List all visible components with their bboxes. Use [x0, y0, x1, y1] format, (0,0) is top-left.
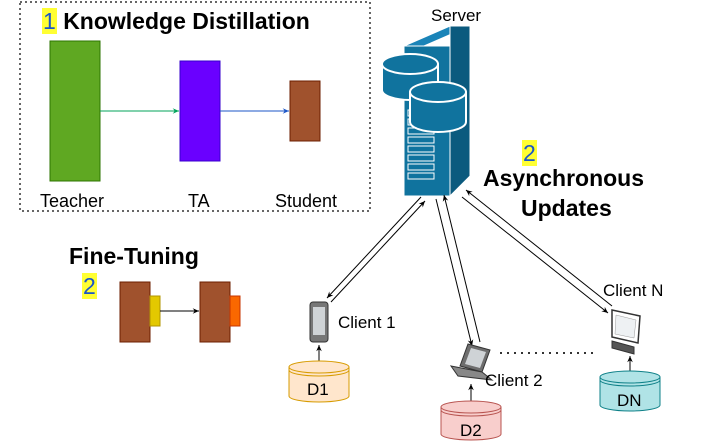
async-title-line2: Updates: [521, 195, 612, 221]
client2-label: Client 2: [485, 371, 543, 390]
ft-tuned-block: [199, 281, 231, 343]
ta-block: [179, 60, 221, 162]
laptop-icon: [449, 343, 494, 381]
student-block: [289, 80, 321, 142]
client1-label: Client 1: [338, 313, 396, 332]
async-title-line1: Asynchronous: [483, 165, 645, 191]
ft-adapter-orange: [229, 295, 241, 327]
server-client2-link: [435, 194, 481, 347]
phone-icon: [309, 301, 329, 343]
desktop-icon: [611, 309, 641, 355]
finetune-step-number: 2: [82, 273, 97, 299]
kd-title: 1 Knowledge Distillation: [42, 8, 310, 35]
kd-step-number: 1: [42, 8, 57, 34]
kd-box: [19, 1, 371, 212]
dn-label: DN: [617, 391, 642, 410]
clientn-label: Client N: [603, 281, 664, 300]
server-label: Server: [431, 6, 482, 25]
d2-label: D2: [460, 421, 482, 440]
server-client1-link: [326, 196, 426, 303]
d1-datastore: [288, 360, 350, 403]
kd-title-text: Knowledge Distillation: [63, 8, 310, 34]
student-label: Student: [275, 191, 338, 211]
dn-datastore: [599, 370, 661, 412]
server-icon: [381, 25, 471, 198]
ta-label: TA: [188, 191, 210, 211]
d2-datastore: [440, 400, 502, 441]
ft-adapter-yellow: [149, 295, 161, 327]
async-step-number: 2: [522, 140, 537, 166]
d1-label: D1: [307, 380, 329, 399]
teacher-label: Teacher: [40, 191, 105, 211]
finetune-title: Fine-Tuning: [69, 243, 199, 269]
teacher-block: [49, 40, 101, 182]
ft-base-block: [119, 281, 151, 343]
server-clientn-link: [461, 189, 613, 314]
